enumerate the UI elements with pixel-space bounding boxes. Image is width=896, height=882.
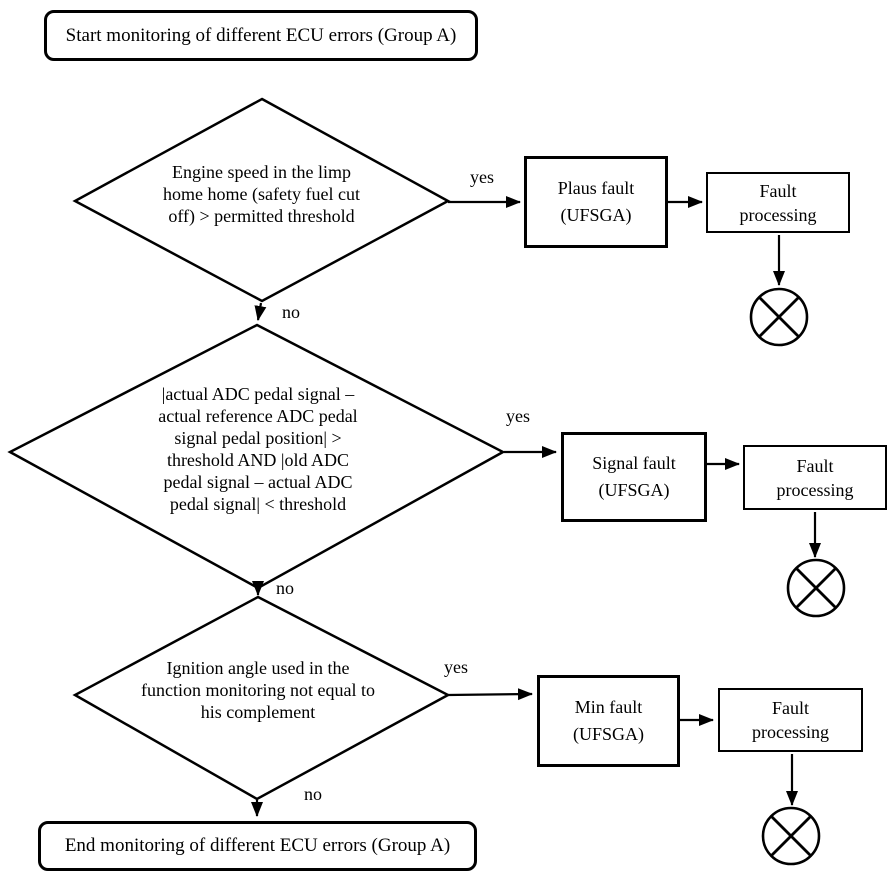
- fault-box-plaus: Plaus fault (UFSGA): [524, 156, 668, 248]
- no-label-3: no: [304, 784, 322, 804]
- start-terminator: Start monitoring of different ECU errors…: [44, 10, 478, 61]
- process-box-2: Fault processing: [743, 445, 887, 510]
- fault-box-signal: Signal fault (UFSGA): [561, 432, 707, 522]
- terminator-circle-2: [786, 558, 846, 618]
- end-terminator: End monitoring of different ECU errors (…: [38, 821, 477, 871]
- decision1-text: Engine speed in the limp home home (safe…: [163, 162, 360, 226]
- yes-label-2: yes: [506, 406, 530, 426]
- decision2-text: |actual ADC pedal signal – actual refere…: [158, 384, 358, 514]
- fault-box-min: Min fault (UFSGA): [537, 675, 680, 767]
- decision3-text: Ignition angle used in the function moni…: [141, 658, 375, 722]
- process-box-1: Fault processing: [706, 172, 850, 233]
- decision1-diamond: [72, 97, 451, 303]
- no-label-1: no: [282, 302, 300, 322]
- arrow-decision3-yes: [447, 688, 533, 701]
- decision3-diamond: [72, 595, 451, 801]
- yes-label-1: yes: [470, 167, 494, 187]
- terminator-circle-3: [761, 806, 821, 866]
- process-box-3: Fault processing: [718, 688, 863, 752]
- no-label-2: no: [276, 578, 294, 598]
- terminator-circle-1: [749, 287, 809, 347]
- arrow-decision1-no: [254, 302, 267, 321]
- yes-label-3: yes: [444, 657, 468, 677]
